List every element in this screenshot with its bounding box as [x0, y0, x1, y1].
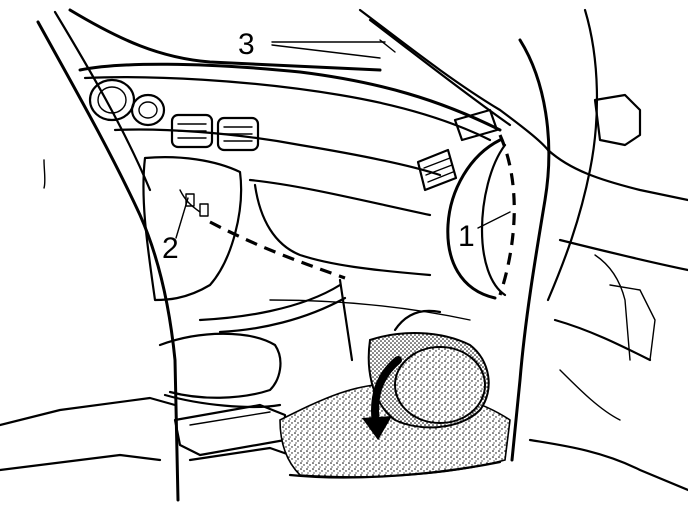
- floor-edges: [198, 278, 502, 479]
- instrument-cluster: [88, 78, 166, 127]
- center-console: [142, 156, 243, 302]
- windshield-edge: [68, 8, 550, 152]
- callout-3: 3: [238, 28, 255, 61]
- callout-1: 1: [458, 220, 475, 253]
- front-seat: [158, 332, 292, 462]
- center-vents: [170, 113, 260, 152]
- rolled-carpet: [367, 309, 490, 429]
- passenger-airbag: [446, 138, 507, 300]
- roll-direction-arrow: [362, 356, 402, 440]
- airbag-outline-dashed: [498, 134, 516, 296]
- callout-2: 2: [162, 232, 179, 265]
- right-vents: [416, 108, 499, 192]
- cable-route-dashed: [209, 220, 346, 280]
- right-door-frame: [510, 8, 688, 492]
- left-door-frame: [0, 10, 180, 502]
- dashboard: [78, 62, 502, 321]
- callout-leaders: [175, 41, 511, 239]
